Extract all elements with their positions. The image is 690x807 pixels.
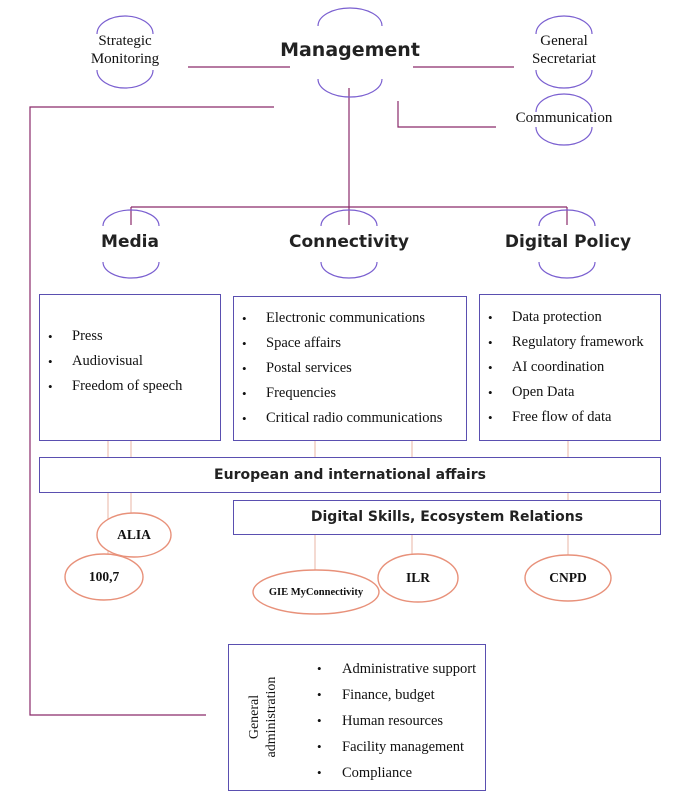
- strategic-monitoring-line-2: Monitoring: [90, 51, 160, 67]
- agency-ilr-label: ILR: [405, 570, 430, 585]
- list-item: Press: [40, 324, 220, 349]
- list-item: Administrative support: [309, 656, 476, 682]
- arc-digital-policy-bottom: [538, 261, 596, 279]
- european-affairs-bar: European and international affairs: [39, 457, 661, 493]
- connectivity-list: Electronic communications Space affairs …: [234, 306, 466, 431]
- list-item: Critical radio communications: [234, 406, 466, 431]
- arc-management-top: [317, 7, 383, 27]
- agency-alia-label: ALIA: [117, 527, 151, 542]
- management-label: Management: [280, 39, 420, 61]
- agency-cnpd-label: CNPD: [549, 570, 587, 585]
- arc-connectivity-top: [320, 209, 378, 227]
- list-item: Facility management: [309, 734, 476, 760]
- general-admin-title-line-2: administration: [264, 676, 279, 758]
- list-item: Open Data: [480, 380, 660, 405]
- connector-general-admin: [29, 106, 274, 716]
- list-item: Human resources: [309, 708, 476, 734]
- general-secretariat-label: General Secretariat: [524, 32, 604, 68]
- arc-management-bottom: [317, 78, 383, 98]
- general-admin-title-line-1: General: [247, 694, 262, 740]
- general-admin-box: General administration Administrative su…: [228, 644, 486, 791]
- arc-connectivity-bottom: [320, 261, 378, 279]
- general-admin-title: General administration: [246, 661, 280, 773]
- list-item: Regulatory framework: [480, 330, 660, 355]
- list-item: Space affairs: [234, 331, 466, 356]
- list-item: Freedom of speech: [40, 374, 220, 399]
- arc-strategic-top: [96, 15, 154, 35]
- agency-radio-label: 100,7: [88, 569, 120, 584]
- oval-gie: [252, 569, 380, 615]
- oval-radio: [64, 553, 144, 601]
- arc-communication-top: [535, 93, 593, 113]
- communication-label: Communication: [515, 110, 613, 126]
- oval-alia: [96, 512, 172, 558]
- list-item: Postal services: [234, 356, 466, 381]
- dept-title-media: Media: [101, 232, 159, 252]
- arc-digital-policy-top: [538, 209, 596, 227]
- list-item: Free flow of data: [480, 405, 660, 430]
- arc-media-bottom: [102, 261, 160, 279]
- dept-title-connectivity: Connectivity: [288, 232, 410, 252]
- list-item: Compliance: [309, 760, 476, 786]
- digital-policy-list: Data protection Regulatory framework AI …: [480, 305, 660, 430]
- arc-communication-bottom: [535, 126, 593, 146]
- media-list: Press Audiovisual Freedom of speech: [40, 324, 220, 399]
- oval-ilr: [377, 553, 459, 603]
- dept-box-digital-policy: Data protection Regulatory framework AI …: [479, 294, 661, 441]
- arc-strategic-bottom: [96, 69, 154, 89]
- general-admin-list: Administrative support Finance, budget H…: [309, 656, 476, 786]
- dept-box-media: Press Audiovisual Freedom of speech: [39, 294, 221, 441]
- list-item: Frequencies: [234, 381, 466, 406]
- list-item: AI coordination: [480, 355, 660, 380]
- arc-media-top: [102, 209, 160, 227]
- arc-secretariat-top: [535, 15, 593, 35]
- dept-box-connectivity: Electronic communications Space affairs …: [233, 296, 467, 441]
- general-secretariat-line-1: General: [540, 33, 588, 49]
- connector-communication: [397, 101, 496, 128]
- strategic-monitoring-line-1: Strategic: [98, 33, 152, 49]
- list-item: Electronic communications: [234, 306, 466, 331]
- general-secretariat-line-2: Secretariat: [531, 51, 597, 67]
- arc-secretariat-bottom: [535, 69, 593, 89]
- list-item: Data protection: [480, 305, 660, 330]
- list-item: Finance, budget: [309, 682, 476, 708]
- oval-cnpd: [524, 554, 612, 602]
- agency-gie-label: GIE MyConnectivity: [268, 586, 364, 598]
- dept-title-digital-policy: Digital Policy: [504, 232, 632, 252]
- digital-skills-bar: Digital Skills, Ecosystem Relations: [233, 500, 661, 535]
- strategic-monitoring-label: Strategic Monitoring: [85, 32, 165, 68]
- list-item: Audiovisual: [40, 349, 220, 374]
